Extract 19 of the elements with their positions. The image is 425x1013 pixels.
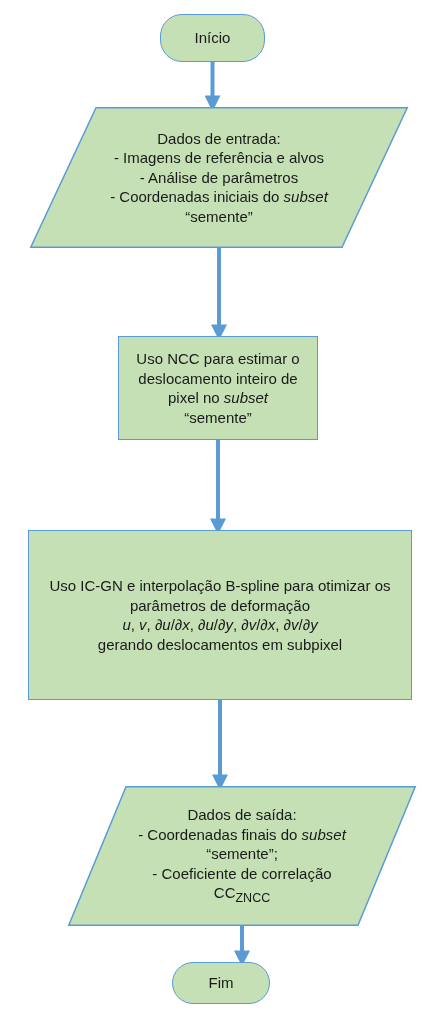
terminal-box: [160, 14, 265, 62]
terminal-box: [172, 962, 270, 1004]
process-box: [118, 336, 318, 440]
node-text: Início: [194, 28, 231, 48]
node-text: - Coeficiente de correlação: [152, 863, 332, 884]
node-text: CC$_{ZNCC}$: [213, 883, 271, 907]
node-text: Uso NCC para estimar o deslocamento inteiro de pixel no subset “semente”: [135, 349, 301, 427]
node-text: - Coordenadas finais do subset “semente”;: [137, 824, 348, 864]
node-text: gerando deslocamentos em subpixel: [97, 634, 343, 654]
node-text: Dados de entrada:: [157, 128, 281, 149]
data-parallelogram: [68, 786, 416, 926]
node-text: Fim: [208, 973, 234, 993]
data-parallelogram: [30, 107, 408, 248]
node-text: Dados de saída:: [187, 805, 297, 825]
node-text: - Coordenadas iniciais do subset “semente”: [109, 187, 330, 227]
node-text: - Análise de parâmetros: [139, 167, 299, 188]
node-text: - Imagens de referência e alvos: [113, 148, 325, 168]
process-box: [28, 530, 412, 700]
node-text: u, v, ∂u/∂x, ∂u/∂y, ∂v/∂x, ∂v/∂y: [122, 615, 318, 635]
